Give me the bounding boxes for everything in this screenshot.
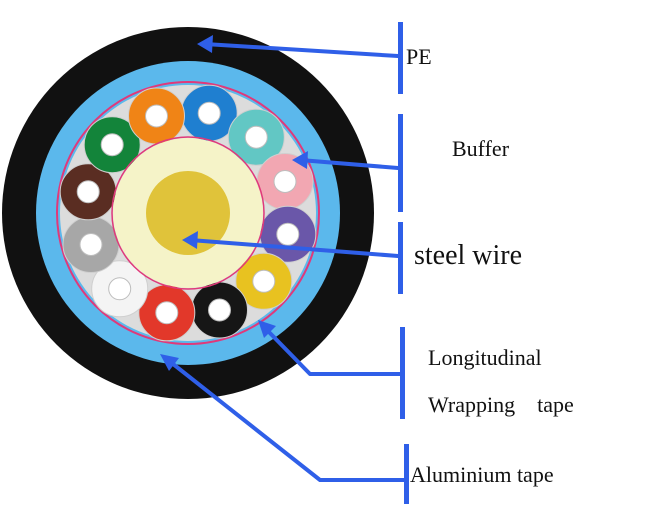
aqua-tube-bore [244, 125, 268, 149]
label-aluminium-tape: Aluminium tape [410, 462, 554, 487]
red-tube-bore [155, 301, 179, 325]
slate-tube-bore [79, 233, 103, 256]
arrowhead-aluminium-tape [160, 354, 179, 371]
brown-tube-bore [76, 180, 100, 204]
divider-wrapping-tape [400, 327, 405, 419]
rose-tube-bore [273, 170, 297, 193]
steel-wire-core [146, 171, 230, 255]
label-buffer: Buffer [452, 136, 510, 161]
leader-wrapping-tape [263, 326, 402, 376]
leader-buffer [298, 158, 400, 170]
green-tube-bore [100, 133, 124, 157]
longitudinal-wrapping-tape-layer [56, 81, 320, 345]
layer-labels: PE Buffer steel wire Longitudinal Wrappi… [406, 44, 574, 487]
black-tube-bore [208, 298, 231, 322]
buffer-tubes [59, 84, 317, 342]
label-dividers [398, 22, 409, 504]
label-pe: PE [406, 44, 432, 69]
leader-arrowheads [160, 35, 308, 371]
strength-member-boundary [111, 136, 265, 290]
violet-tube-bore [276, 222, 300, 246]
arrowhead-buffer [292, 151, 308, 169]
white-tube [91, 260, 149, 318]
label-longitudinal: Longitudinal [428, 345, 542, 370]
slate-tube [62, 216, 120, 273]
yellow-tube [235, 252, 293, 310]
divider-buffer [398, 114, 403, 212]
blue-tube-bore [197, 101, 221, 125]
blue-tube [180, 84, 238, 142]
arrowhead-pe [197, 35, 213, 53]
divider-steel-wire [398, 222, 403, 294]
yellow-tube-bore [252, 269, 276, 293]
divider-pe [398, 22, 403, 94]
arrowhead-wrapping-tape [258, 320, 276, 338]
divider-aluminium-tape [404, 444, 409, 504]
leader-steel-wire [188, 238, 400, 258]
white-tube-bore [108, 277, 132, 301]
label-steel-wire: steel wire [414, 240, 522, 271]
leader-aluminium-tape [166, 358, 406, 482]
arrowhead-steel-wire [182, 231, 198, 249]
cable-cross-section [2, 27, 374, 399]
aqua-tube [227, 108, 285, 166]
orange-tube-bore [145, 104, 168, 128]
leader-lines [166, 42, 406, 482]
brown-tube [59, 163, 117, 221]
leader-pe [203, 42, 400, 58]
label-wrapping-tape: Wrapping tape [428, 392, 574, 417]
orange-tube [128, 87, 185, 145]
black-tube [191, 281, 248, 339]
green-tube [83, 116, 141, 174]
